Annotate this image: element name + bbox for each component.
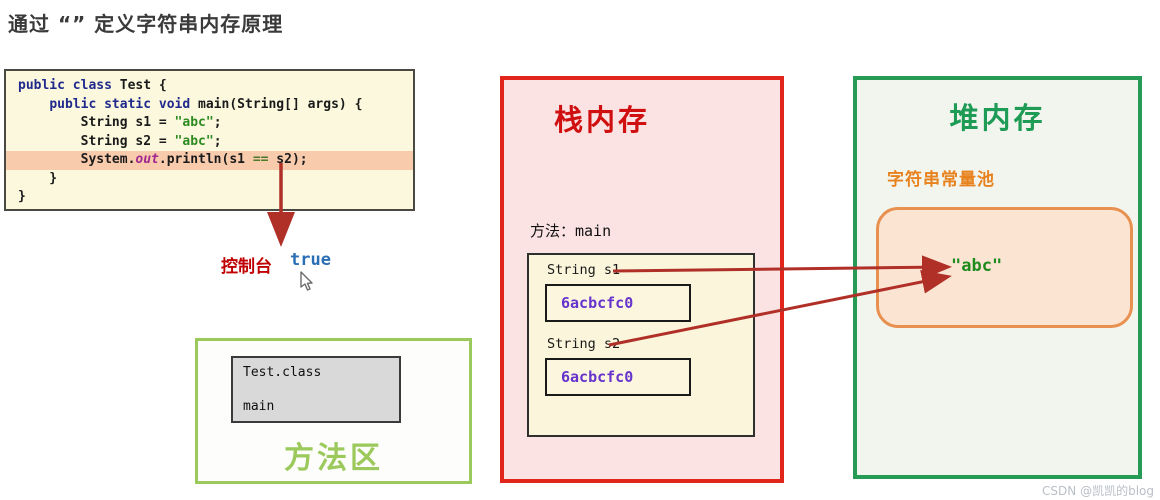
method-area-label: 方法区 [284, 441, 383, 476]
page-title: 通过 “” 定义字符串内存原理 [8, 12, 284, 36]
java-code-block: public class Test { public static void m… [4, 69, 415, 211]
stack-frame-box: String s1 6acbcfc0 String s2 6acbcfc0 [527, 253, 755, 437]
method-area-box: Test.class main 方法区 [195, 338, 472, 484]
console-label: 控制台 [221, 257, 272, 277]
console-output-value: true [290, 250, 331, 270]
loaded-class-box: Test.class main [231, 356, 401, 423]
code-lines: public class Test { public static void m… [6, 77, 413, 207]
code-line: String s1 = "abc"; [18, 115, 222, 130]
variable-name-s1: String s1 [547, 262, 621, 278]
heap-memory-box: 堆内存 字符串常量池 "abc" [853, 76, 1142, 479]
code-line: System.out.println(s1 == s2); [6, 151, 413, 170]
pool-string-value: "abc" [951, 256, 1003, 276]
mouse-cursor-icon [300, 271, 313, 291]
stack-memory-title: 栈内存 [554, 103, 651, 137]
heap-memory-title: 堆内存 [949, 101, 1046, 135]
string-constant-pool-box: "abc" [876, 207, 1133, 328]
code-line: } [18, 170, 58, 186]
stack-memory-box: 栈内存 方法：main String s1 6acbcfc0 String s2… [500, 76, 784, 483]
variable-name-s2: String s2 [547, 336, 621, 352]
variable-address-s2: 6acbcfc0 [545, 358, 691, 396]
code-line: } [18, 189, 26, 204]
method-entry: main [243, 399, 275, 414]
variable-address-s1: 6acbcfc0 [545, 284, 691, 322]
watermark: CSDN @凯凯的blog [1042, 484, 1154, 498]
code-line: public static void main(String[] args) { [49, 96, 363, 112]
stack-frame-label: 方法：main [530, 222, 612, 240]
code-line: String s2 = "abc"; [18, 133, 222, 149]
code-line: public class Test { [18, 78, 167, 93]
string-constant-pool-label: 字符串常量池 [887, 170, 995, 190]
class-entry: Test.class [243, 365, 322, 380]
